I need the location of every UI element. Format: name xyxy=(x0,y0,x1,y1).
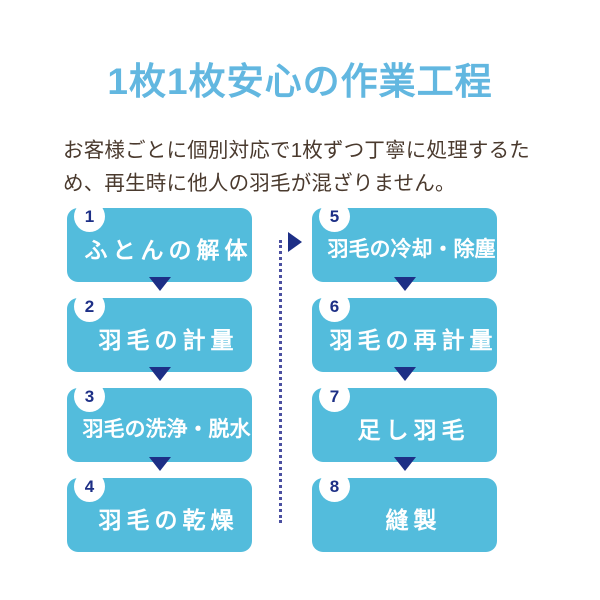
step-label: 羽毛の洗浄・脱水 xyxy=(82,418,251,441)
down-arrow-icon xyxy=(148,277,171,291)
process-flow: 1 ふとんの解体 2 羽毛の計量 3 羽毛の洗浄・脱水 4 羽毛の乾燥 xyxy=(0,201,600,558)
step-number-badge: 8 xyxy=(319,471,350,502)
page-title: 1枚1枚安心の作業工程 xyxy=(107,60,493,102)
down-arrow-icon xyxy=(393,277,416,291)
dotted-connector-line xyxy=(279,240,282,523)
process-step-3[interactable]: 3 羽毛の洗浄・脱水 xyxy=(67,381,252,471)
process-step-8[interactable]: 8 縫製 xyxy=(312,471,497,552)
step-label: 羽毛の計量 xyxy=(98,327,239,353)
process-step-2[interactable]: 2 羽毛の計量 xyxy=(67,291,252,381)
flow-column-second-stage: 5 羽毛の冷却・除塵 6 羽毛の再計量 7 足し羽毛 8 縫製 xyxy=(312,201,498,552)
process-step-4[interactable]: 4 羽毛の乾燥 xyxy=(67,471,252,552)
step-label: 羽毛の再計量 xyxy=(329,327,498,353)
step-label: 足し羽毛 xyxy=(357,417,470,443)
step-number-badge: 1 xyxy=(74,201,105,232)
step-number-badge: 3 xyxy=(74,381,105,412)
step-label: 羽毛の乾燥 xyxy=(98,507,239,533)
flow-column-first-stage: 1 ふとんの解体 2 羽毛の計量 3 羽毛の洗浄・脱水 4 羽毛の乾燥 xyxy=(67,201,253,552)
step-number-badge: 6 xyxy=(319,291,350,322)
down-arrow-icon xyxy=(148,457,171,471)
process-step-5[interactable]: 5 羽毛の冷却・除塵 xyxy=(312,201,497,291)
process-step-7[interactable]: 7 足し羽毛 xyxy=(312,381,497,471)
lead-paragraph: お客様ごとに個別対応で1枚ずつ丁寧に処理するため、再生時に他人の羽毛が混ざりませ… xyxy=(63,138,530,195)
step-label: 羽毛の冷却・除塵 xyxy=(327,238,496,261)
step-number-badge: 2 xyxy=(74,291,105,322)
step-number-badge: 5 xyxy=(319,201,350,232)
process-step-1[interactable]: 1 ふとんの解体 xyxy=(67,201,253,291)
right-arrow-icon xyxy=(288,232,302,252)
step-label: 縫製 xyxy=(385,507,442,533)
step-label: ふとんの解体 xyxy=(84,237,253,263)
step-number-badge: 4 xyxy=(74,471,105,502)
process-step-6[interactable]: 6 羽毛の再計量 xyxy=(312,291,498,381)
down-arrow-icon xyxy=(393,367,416,381)
down-arrow-icon xyxy=(393,457,416,471)
step-number-badge: 7 xyxy=(319,381,350,412)
down-arrow-icon xyxy=(148,367,171,381)
